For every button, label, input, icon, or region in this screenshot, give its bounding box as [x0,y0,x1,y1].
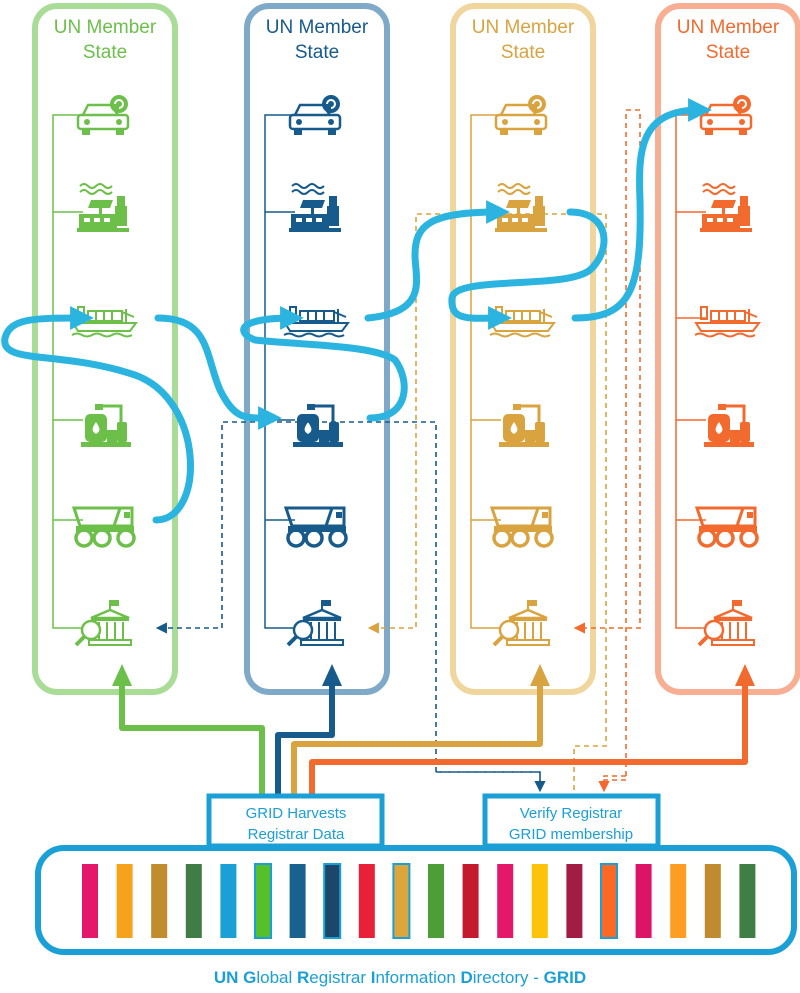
refinery-icon [291,402,345,449]
state-column-border [32,3,178,695]
sdg-bar [116,864,133,938]
supply-flow-6 [571,98,712,322]
verify-box-line2: GRID membership [509,826,633,843]
footer-title-part: UN [213,968,244,987]
supply-flow-2 [154,314,282,430]
harvest-arrow-green [119,684,265,796]
sdg-bar [739,864,756,938]
harvest-arrow-gold [291,684,543,796]
sdg-bar [670,864,687,938]
sdg-bar [600,863,618,939]
footer-title-part: irectory - [472,968,544,987]
refinery-icon [79,402,133,449]
factory-icon [699,183,753,233]
sdg-bar [704,864,721,938]
sdg-bar [185,864,202,938]
cargo-ship-icon [694,306,760,338]
cargo-ship-icon [71,306,137,338]
sdg-bar [531,864,548,938]
sdg-bar [82,864,98,938]
supply-flow-4 [364,200,510,322]
sdg-bar [635,864,652,938]
footer-title-part: lobal [256,968,298,987]
factory-icon [288,183,342,233]
footer-title-part: GRID [543,968,587,987]
supply-flow-3 [240,306,408,422]
footer-title-part: R [297,968,310,987]
car-icon [494,93,548,137]
tree-connector [675,114,706,629]
footer-title: UN Global Registrar Information Director… [0,968,800,988]
dashed-line-blue-down [436,771,546,793]
footer-title-part: G [243,968,257,987]
harvest-arrowhead-orange [735,664,755,686]
tree-connector [470,114,501,629]
harvest-box-line2: Registrar Data [248,826,345,843]
sdg-bar [392,863,411,939]
state-title: UN Member [472,17,575,38]
harvest-arrowhead-gold [530,664,550,686]
sdg-bar [289,864,306,938]
state-title: UN Member [54,17,157,38]
supply-flow-5 [448,208,608,330]
sdg-bar [566,864,583,938]
sdg-bar [358,864,375,938]
state-column-border [244,3,390,695]
registrar-icon [74,598,133,647]
state-column-border [655,3,800,695]
cargo-ship-icon [489,306,555,338]
car-icon [699,93,753,137]
dump-truck-icon [72,506,136,548]
footer-title-part: I [370,968,376,987]
state-title: State [83,42,127,63]
verify-box-line1: Verify Registrar [520,805,623,822]
registrar-icon [697,598,756,647]
factory-icon [494,183,548,233]
dashed-line-orange-down [598,775,626,793]
factory-icon [76,183,130,233]
sdg-bar [497,864,514,938]
footer-title-part: egistrar [309,968,371,987]
sdg-bar [220,864,237,938]
sdg-bar [254,863,272,939]
sdg-bar [428,864,444,938]
dump-truck-icon [490,506,554,548]
state-title: State [706,42,750,63]
harvest-arrowhead-blue [322,664,342,686]
harvest-box-line1: GRID Harvests [246,805,347,822]
tree-connector [52,114,83,629]
registrar-icon [286,598,345,647]
refinery-icon [497,402,551,449]
sdg-bars [82,863,756,939]
registrar-icon [492,598,551,647]
sdg-bar [462,864,479,938]
state-title: UN Member [677,17,780,38]
dump-truck-icon [695,506,759,548]
footer-title-part: nformation [375,968,461,987]
supply-flow-1 [1,306,194,524]
cargo-ship-icon [283,306,349,338]
harvest-arrow-orange [309,684,748,796]
state-column-border [450,3,596,695]
dump-truck-icon [284,506,348,548]
car-icon [76,93,130,137]
state-title: State [295,42,339,63]
state-title: State [501,42,545,63]
sdg-bar [323,863,342,939]
footer-title-part: D [460,968,473,987]
dashed-line-gold [367,213,607,790]
sdg-bar [151,864,168,938]
tree-connector [264,114,295,629]
refinery-icon [702,402,756,449]
dashed-line-orange [573,109,641,790]
harvest-arrowhead-green [112,664,132,686]
car-icon [288,93,342,137]
state-title: UN Member [266,17,369,38]
harvest-arrow-blue [275,684,335,796]
